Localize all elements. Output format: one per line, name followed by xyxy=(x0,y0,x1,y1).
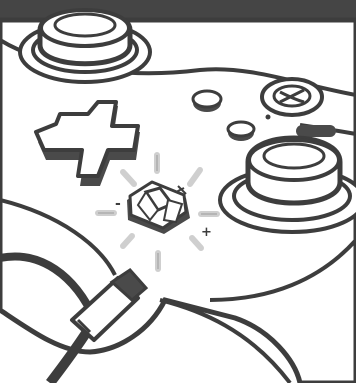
audio-switch-minus-label: - xyxy=(115,196,121,212)
face-button-edge xyxy=(296,125,336,137)
led-dot xyxy=(266,115,271,120)
xbox-logo-icon xyxy=(262,79,322,115)
audio-switch-plus-label: + xyxy=(201,225,212,240)
view-button xyxy=(193,91,221,112)
menu-button xyxy=(228,122,254,141)
